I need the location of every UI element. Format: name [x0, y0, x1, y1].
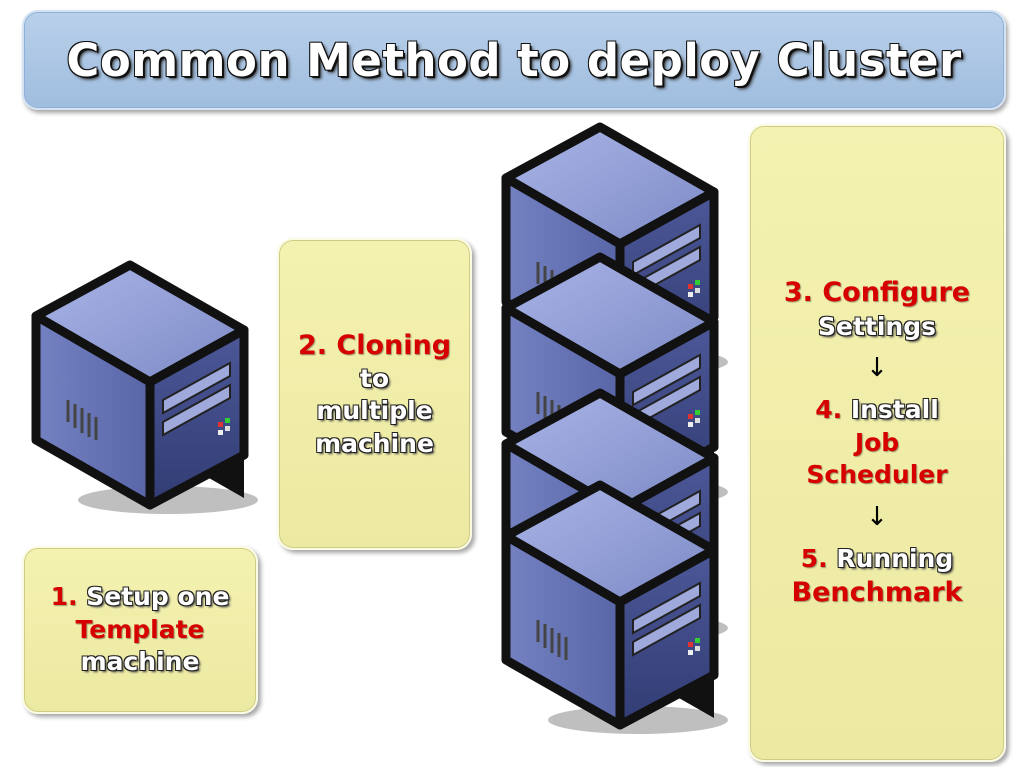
step2-heading: 2. Cloning — [297, 329, 452, 361]
step5-action: Running — [836, 543, 954, 573]
step4-line1: 4. Install — [815, 394, 939, 427]
step4-emphasis1: Job — [854, 427, 900, 457]
step4-number: 4. — [815, 395, 843, 425]
step5-line1: 5. Running — [801, 543, 954, 576]
step2-line2: to — [359, 363, 390, 393]
title-banner: Common Method to deploy Cluster — [22, 10, 1006, 110]
steps-3-5-box: 3. Configure Settings ↓ 4. Install Job S… — [748, 124, 1006, 762]
cloned-server-icon-4 — [488, 470, 728, 740]
page-title: Common Method to deploy Cluster — [66, 33, 962, 87]
step1-action: Setup one — [86, 582, 230, 612]
down-arrow-icon-1: ↓ — [866, 353, 888, 384]
step1-emphasis: Template — [75, 614, 205, 644]
template-server-icon — [18, 250, 258, 520]
step4-emphasis2: Scheduler — [806, 460, 948, 490]
step1-box: 1. Setup one Template machine — [22, 546, 258, 714]
step5-number: 5. — [800, 543, 828, 573]
step1-object: machine — [80, 647, 200, 677]
step3-line2: Settings — [817, 311, 936, 341]
step1-number: 1. — [50, 582, 78, 612]
step4-action: Install — [850, 395, 939, 425]
step3-heading: 3. Configure — [783, 277, 971, 309]
step1-line1: 1. Setup one — [51, 581, 230, 614]
step5-emphasis: Benchmark — [791, 577, 963, 609]
down-arrow-icon-2: ↓ — [866, 501, 888, 532]
step2-box: 2. Cloning to multiple machine — [277, 238, 472, 550]
step2-line3: multiple — [316, 396, 433, 426]
step2-line4: machine — [315, 428, 434, 458]
